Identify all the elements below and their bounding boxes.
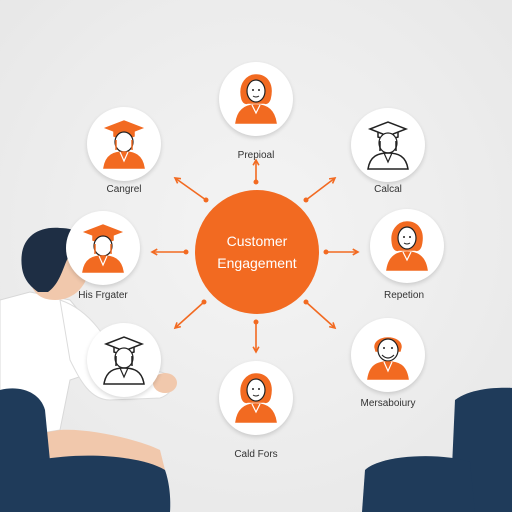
- graduate-avatar-icon: [360, 115, 416, 176]
- persona-node: [351, 318, 425, 392]
- customer-engagement-hub: Customer Engagement: [195, 190, 319, 314]
- connector-arrow: [150, 248, 189, 256]
- persona-node: [87, 323, 161, 397]
- connector-arrow: [173, 177, 209, 203]
- persona-label: Cald Fors: [234, 449, 278, 460]
- persona-label: Calcal: [374, 184, 402, 195]
- connector-arrow: [252, 158, 260, 185]
- woman-avatar-icon: [379, 216, 435, 277]
- persona-label: Cangrel: [106, 184, 142, 195]
- hub-title-line2: Engagement: [217, 255, 297, 271]
- connector-arrow: [252, 319, 260, 354]
- persona-label: Mersaboiury: [360, 398, 416, 409]
- persona-node: [351, 108, 425, 182]
- persona-node: [66, 211, 140, 285]
- man-avatar-icon: [360, 325, 416, 386]
- empty-chair-illustration: [362, 387, 512, 512]
- graduate-avatar-icon: [96, 114, 152, 175]
- connector-arrow: [303, 299, 337, 330]
- connector-arrow: [323, 248, 360, 256]
- persona-node: [87, 107, 161, 181]
- persona-node: [370, 209, 444, 283]
- persona-node: [219, 361, 293, 435]
- persona-label: Prepioal: [237, 150, 275, 161]
- graduate-avatar-icon: [75, 218, 131, 279]
- connector-arrows: [150, 158, 360, 354]
- hub-title-line1: Customer: [226, 233, 288, 249]
- connector-arrow: [173, 299, 207, 330]
- graduate-avatar-icon: [96, 330, 152, 391]
- connector-arrow: [303, 176, 337, 203]
- woman-avatar-icon: [228, 368, 284, 429]
- persona-node: [219, 62, 293, 136]
- woman-avatar-icon: [228, 69, 284, 130]
- persona-label: Repetion: [383, 290, 425, 301]
- persona-label: His Frgater: [78, 290, 128, 301]
- seated-person-illustration: [0, 227, 177, 512]
